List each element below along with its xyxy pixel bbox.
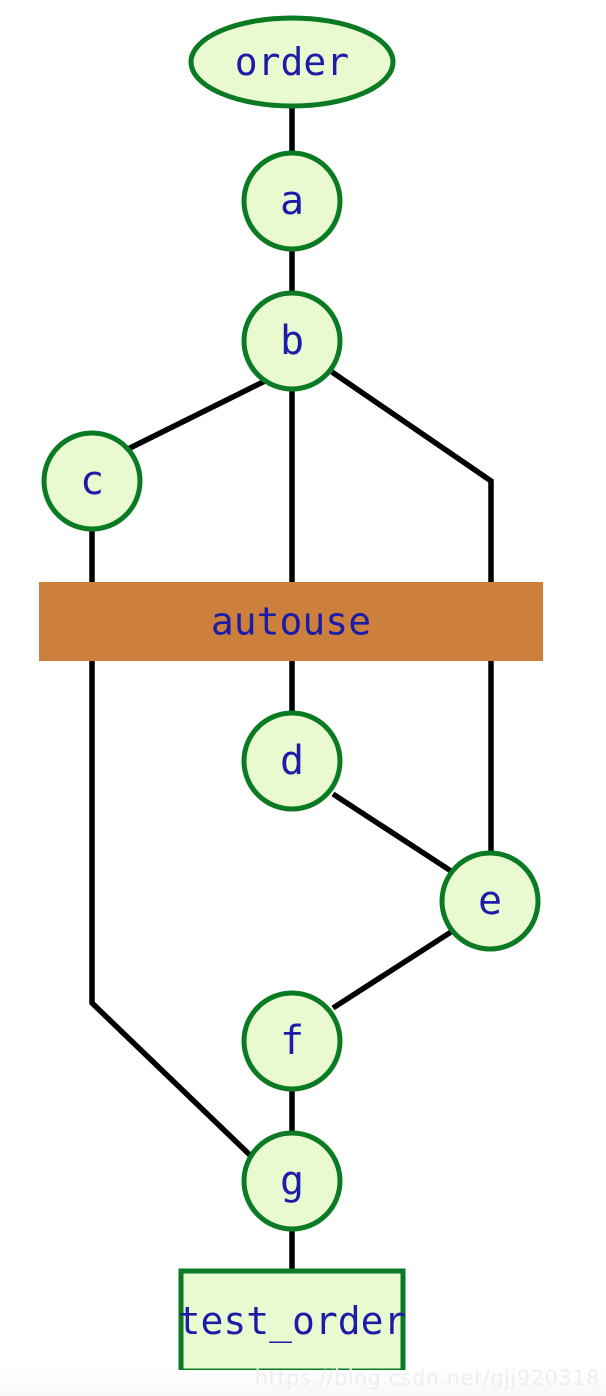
node-g[interactable]: g	[241, 1130, 343, 1232]
f-circle-shape[interactable]	[241, 990, 343, 1092]
node-e[interactable]: e	[439, 850, 541, 952]
e-circle-shape[interactable]	[439, 850, 541, 952]
b-circle-shape[interactable]	[241, 290, 343, 392]
test-order-rect-shape[interactable]	[178, 1268, 406, 1374]
a-label: a	[280, 178, 304, 224]
node-order[interactable]: order	[188, 15, 396, 109]
node-c[interactable]: c	[41, 430, 143, 532]
edge-c-g	[89, 661, 254, 1159]
node-b[interactable]: b	[241, 290, 343, 392]
d-circle-shape[interactable]	[241, 710, 343, 812]
a-circle-shape[interactable]	[241, 150, 343, 252]
edge-b-c	[126, 378, 267, 452]
d-label: d	[280, 738, 304, 784]
c-circle-shape[interactable]	[41, 430, 143, 532]
c-label: c	[80, 458, 104, 504]
autouse-bar-shape[interactable]	[39, 582, 543, 661]
autouse-bar-label: autouse	[211, 600, 371, 644]
edges-layer	[89, 107, 494, 1271]
g-circle-shape[interactable]	[241, 1130, 343, 1232]
order-ellipse-shape[interactable]	[188, 15, 396, 109]
edge-b-autouse-right	[330, 369, 494, 582]
node-test-order[interactable]: test_order	[178, 1268, 407, 1374]
edge-e-f	[331, 929, 453, 1011]
order-label: order	[235, 40, 349, 84]
watermark-text: https://blog.csdn.net/gjj920318	[254, 1366, 600, 1390]
node-f[interactable]: f	[241, 990, 343, 1092]
edge-d-e	[331, 791, 453, 874]
e-label: e	[478, 878, 502, 924]
b-label: b	[280, 318, 304, 364]
test-order-label: test_order	[178, 1299, 407, 1344]
f-label: f	[280, 1018, 304, 1064]
g-label: g	[280, 1158, 304, 1204]
node-a[interactable]: a	[241, 150, 343, 252]
node-autouse[interactable]: autouse	[39, 582, 543, 661]
node-d[interactable]: d	[241, 710, 343, 812]
